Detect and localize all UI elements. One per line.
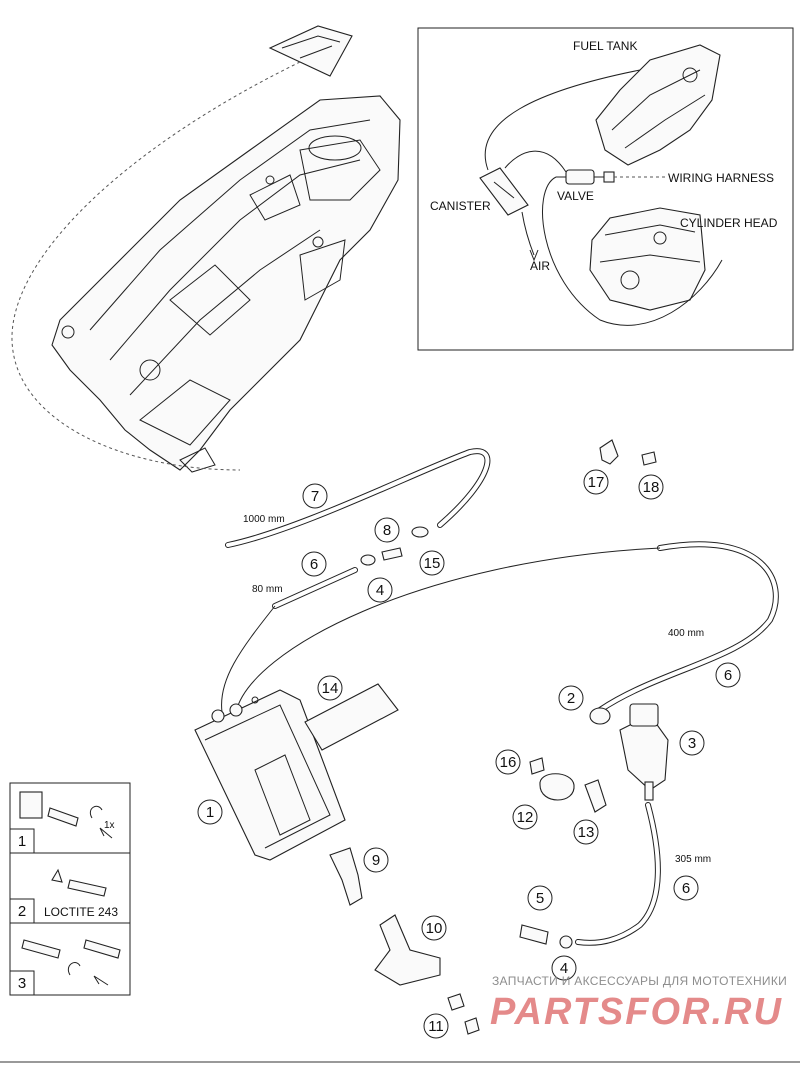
svg-text:17: 17 [588, 474, 605, 491]
fuel-tank-label: FUEL TANK [573, 39, 637, 53]
legend1-number: 1 [18, 833, 26, 850]
callout-4b: 4 [551, 955, 577, 981]
legend1-arrow-icon [99, 827, 113, 839]
legend2-text: LOCTITE 243 [44, 905, 118, 919]
washer-4-part [559, 935, 573, 949]
clamp-parts [360, 526, 429, 566]
callout-13: 13 [573, 819, 599, 845]
callout-17: 17 [583, 469, 609, 495]
legend3-screw-right-icon [83, 939, 121, 959]
svg-text:15: 15 [424, 555, 441, 572]
canister-part [194, 689, 346, 861]
screw-18-part [641, 451, 657, 466]
fuel-tank-drawing [51, 25, 401, 473]
length-1000: 1000 mm [243, 514, 285, 525]
svg-text:10: 10 [426, 920, 443, 937]
watermark-tagline: ЗАПЧАСТИ И АКСЕССУАРЫ ДЛЯ МОТОТЕХНИКИ [492, 974, 787, 988]
routing-curve [11, 61, 301, 471]
callout-16: 16 [495, 749, 521, 775]
legend1-part-icon [19, 791, 43, 819]
callout-6a: 6 [301, 551, 327, 577]
svg-text:4: 4 [560, 960, 568, 977]
legend3-arrow-icon [93, 975, 109, 986]
svg-text:6: 6 [310, 556, 318, 573]
nut-11a-part [447, 993, 465, 1011]
watermark: ЗАПЧАСТИ И АКСЕССУАРЫ ДЛЯ МОТОТЕХНИКИ PA… [490, 974, 787, 1033]
callout-11: 11 [423, 1013, 449, 1039]
assembly-legend: 1x 1 2 LOCTITE 243 3 [9, 782, 131, 996]
legend3-number: 3 [18, 975, 26, 992]
clamp-12-part [539, 773, 575, 801]
length-80: 80 mm [252, 584, 283, 595]
callout-3: 3 [679, 730, 705, 756]
callout-1: 1 [197, 799, 223, 825]
callout-4a: 4 [367, 577, 393, 603]
legend2-screw-icon [67, 879, 107, 897]
callout-18: 18 [638, 474, 664, 500]
grommet-part [589, 707, 611, 725]
legend2-drop-icon [51, 868, 63, 883]
air-label: AIR [530, 259, 550, 273]
callout-6b: 6 [715, 662, 741, 688]
callout-8: 8 [374, 517, 400, 543]
legend1-screw-icon [47, 807, 79, 827]
svg-text:3: 3 [688, 735, 696, 752]
dashed-link-80 [221, 605, 276, 713]
legend3-screw-left-icon [21, 939, 61, 959]
hose-400mm [597, 541, 779, 713]
hose-305mm [575, 802, 661, 946]
callout-14: 14 [317, 675, 343, 701]
bracket-17-part [599, 439, 619, 465]
svg-text:18: 18 [643, 479, 660, 496]
screw-5-part [519, 924, 549, 945]
line-link-400 [235, 547, 661, 713]
svg-text:16: 16 [500, 754, 517, 771]
legend1-rotate-icon [89, 805, 103, 819]
svg-text:6: 6 [682, 880, 690, 897]
callout-12: 12 [512, 804, 538, 830]
svg-text:13: 13 [578, 824, 595, 841]
watermark-brand: PARTSFOR.RU [490, 991, 783, 1033]
length-400: 400 mm [668, 628, 704, 639]
callout-5: 5 [527, 885, 553, 911]
legend2-number: 2 [18, 903, 26, 920]
bracket-10-part [374, 914, 441, 986]
svg-text:12: 12 [517, 809, 534, 826]
svg-text:8: 8 [383, 522, 391, 539]
valve-part [619, 703, 669, 801]
hose-1000mm [225, 448, 491, 548]
svg-text:11: 11 [428, 1018, 444, 1035]
svg-text:9: 9 [372, 852, 380, 869]
callout-15: 15 [419, 550, 445, 576]
svg-text:1: 1 [206, 804, 214, 821]
callouts: 1 2 3 4 4 5 6 6 6 7 8 9 10 11 12 13 14 1… [197, 469, 741, 1039]
legend1-text: 1x [104, 820, 115, 831]
svg-text:4: 4 [376, 582, 384, 599]
label-sticker-part [304, 683, 399, 751]
svg-text:7: 7 [311, 488, 319, 505]
bracket-13-part [584, 779, 607, 813]
svg-text:2: 2 [567, 690, 575, 707]
cylinder-head-label: CYLINDER HEAD [680, 216, 778, 230]
routing-inset: FUEL TANK CANISTER VALVE WIRING HARNESS … [417, 27, 794, 351]
callout-9: 9 [363, 847, 389, 873]
bracket-9-part [329, 847, 363, 906]
svg-text:5: 5 [536, 890, 544, 907]
canister-label: CANISTER [430, 199, 491, 213]
callout-2: 2 [558, 685, 584, 711]
callout-7: 7 [302, 483, 328, 509]
hose-80mm [272, 567, 358, 609]
length-305: 305 mm [675, 854, 711, 865]
wiring-harness-label: WIRING HARNESS [668, 171, 774, 185]
legend3-rotate-icon [67, 962, 81, 976]
callout-10: 10 [421, 915, 447, 941]
callout-6c: 6 [673, 875, 699, 901]
screw-16-part [529, 757, 545, 775]
svg-text:6: 6 [724, 667, 732, 684]
valve-label: VALVE [557, 189, 594, 203]
svg-text:14: 14 [322, 680, 339, 697]
nut-11b-part [464, 1017, 480, 1035]
